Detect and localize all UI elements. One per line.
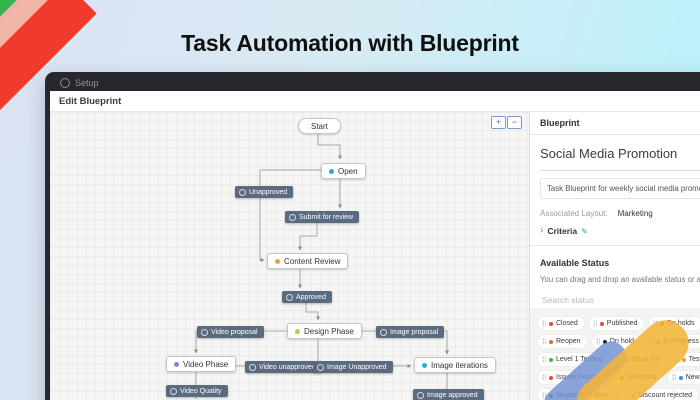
associated-layout-value: Marketing bbox=[617, 209, 653, 218]
transition-video-quality[interactable]: Video Quality bbox=[166, 385, 228, 397]
transition-image-unapproved[interactable]: Image Unapproved bbox=[313, 361, 393, 373]
drag-handle-icon bbox=[542, 356, 546, 363]
state-dot bbox=[422, 362, 427, 368]
associated-layout-label: Associated Layout: bbox=[540, 209, 608, 218]
state-node-video-phase[interactable]: Video Phase bbox=[166, 356, 237, 372]
edit-blueprint-header: Edit Blueprint bbox=[50, 91, 700, 112]
edit-pencil-icon[interactable]: ✎ bbox=[581, 226, 588, 236]
blueprint-canvas[interactable]: + − Start Open Content Review bbox=[50, 112, 529, 400]
zoom-out-button[interactable]: − bbox=[507, 116, 522, 129]
status-dot bbox=[549, 339, 553, 344]
state-node-start[interactable]: Start bbox=[298, 118, 341, 134]
transition-icon bbox=[170, 387, 177, 395]
transition-icon bbox=[317, 363, 324, 371]
status-dot bbox=[681, 357, 686, 362]
drag-handle-icon bbox=[542, 320, 546, 327]
blueprint-name-field[interactable]: Social Media Promotion bbox=[540, 135, 700, 171]
state-dot bbox=[295, 328, 300, 334]
status-dot bbox=[549, 321, 553, 326]
chevron-right-icon[interactable]: › bbox=[540, 225, 544, 236]
transition-image-approved[interactable]: Image approved bbox=[413, 389, 484, 400]
drag-handle-icon bbox=[671, 374, 676, 381]
state-dot bbox=[275, 258, 280, 264]
transition-video-unapproved[interactable]: Video unapproved bbox=[245, 361, 322, 373]
transition-image-proposal[interactable]: Image proposal bbox=[376, 326, 445, 338]
criteria-row[interactable]: › Criteria ✎ bbox=[540, 225, 700, 237]
transition-unapproved[interactable]: Unapproved bbox=[235, 186, 294, 198]
setup-gear-icon bbox=[60, 78, 70, 88]
status-chip-published[interactable]: Published bbox=[588, 317, 644, 330]
drag-handle-icon bbox=[592, 320, 597, 327]
drag-handle-icon bbox=[542, 338, 546, 345]
transition-video-proposal[interactable]: Video proposal bbox=[197, 326, 264, 338]
associated-layout-row: Associated Layout: Marketing bbox=[540, 209, 700, 218]
state-node-design-phase[interactable]: Design Phase bbox=[287, 323, 362, 339]
window-titlebar: Setup bbox=[50, 72, 700, 91]
transition-icon bbox=[417, 391, 424, 399]
transition-icon bbox=[239, 188, 246, 196]
titlebar-label: Setup bbox=[75, 78, 99, 88]
status-dot bbox=[549, 357, 553, 362]
state-dot bbox=[174, 361, 179, 367]
status-chip-reopen[interactable]: Reopen bbox=[538, 335, 587, 348]
transition-icon bbox=[380, 328, 387, 336]
transition-icon bbox=[249, 363, 256, 371]
blueprint-description-field[interactable]: Task Blueprint for weekly social media p… bbox=[540, 178, 700, 199]
state-node-content-review[interactable]: Content Review bbox=[267, 253, 349, 269]
transition-icon bbox=[286, 293, 293, 301]
panel-divider bbox=[530, 245, 700, 246]
status-chip-closed[interactable]: Closed bbox=[538, 317, 584, 330]
zoom-in-button[interactable]: + bbox=[491, 116, 506, 129]
drag-handle-icon bbox=[542, 374, 546, 381]
status-dot bbox=[549, 375, 553, 380]
transition-icon bbox=[201, 328, 208, 336]
drag-handle-icon bbox=[542, 392, 546, 399]
status-dot bbox=[599, 321, 604, 326]
criteria-label: Criteria bbox=[547, 226, 578, 236]
status-dot bbox=[678, 375, 683, 380]
state-node-image-iterations[interactable]: Image iterations bbox=[414, 357, 496, 373]
status-chip-new[interactable]: New bbox=[667, 371, 700, 384]
available-status-hint: You can drag and drop an available statu… bbox=[540, 275, 700, 284]
state-dot bbox=[329, 168, 334, 174]
transition-approved[interactable]: Approved bbox=[282, 291, 332, 303]
transition-icon bbox=[289, 213, 296, 221]
toolbar-title: Edit Blueprint bbox=[59, 95, 122, 107]
state-node-open[interactable]: Open bbox=[321, 163, 366, 179]
page-title: Task Automation with Blueprint bbox=[181, 30, 519, 56]
panel-title: Blueprint bbox=[530, 112, 700, 135]
transition-submit-for-review[interactable]: Submit for review bbox=[285, 211, 360, 223]
drag-handle-icon bbox=[595, 338, 600, 345]
available-status-title: Available Status bbox=[540, 258, 610, 268]
